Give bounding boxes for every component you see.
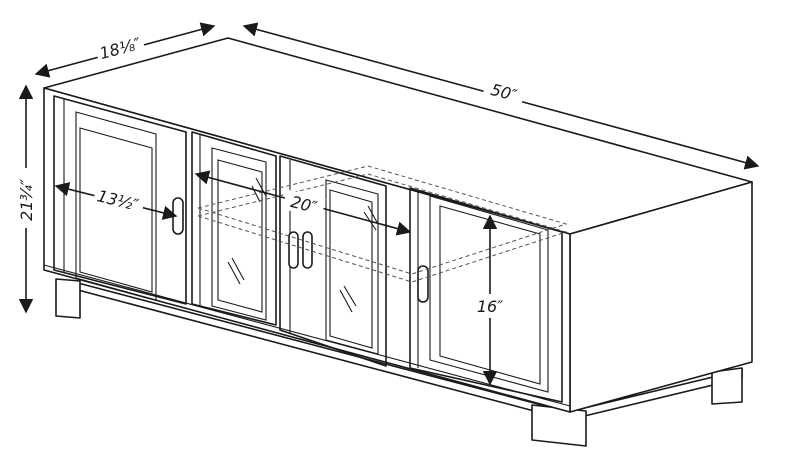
back-right-foot xyxy=(711,367,743,405)
cabinet-base xyxy=(55,278,743,447)
handle-icon xyxy=(417,265,429,303)
height-label: 21¾″ xyxy=(17,179,36,221)
door-handles xyxy=(172,197,429,303)
front-right-foot xyxy=(531,404,587,447)
front-left-foot xyxy=(55,278,81,319)
interior-shelf xyxy=(196,165,568,283)
interior-height-label: 16″ xyxy=(477,297,503,316)
